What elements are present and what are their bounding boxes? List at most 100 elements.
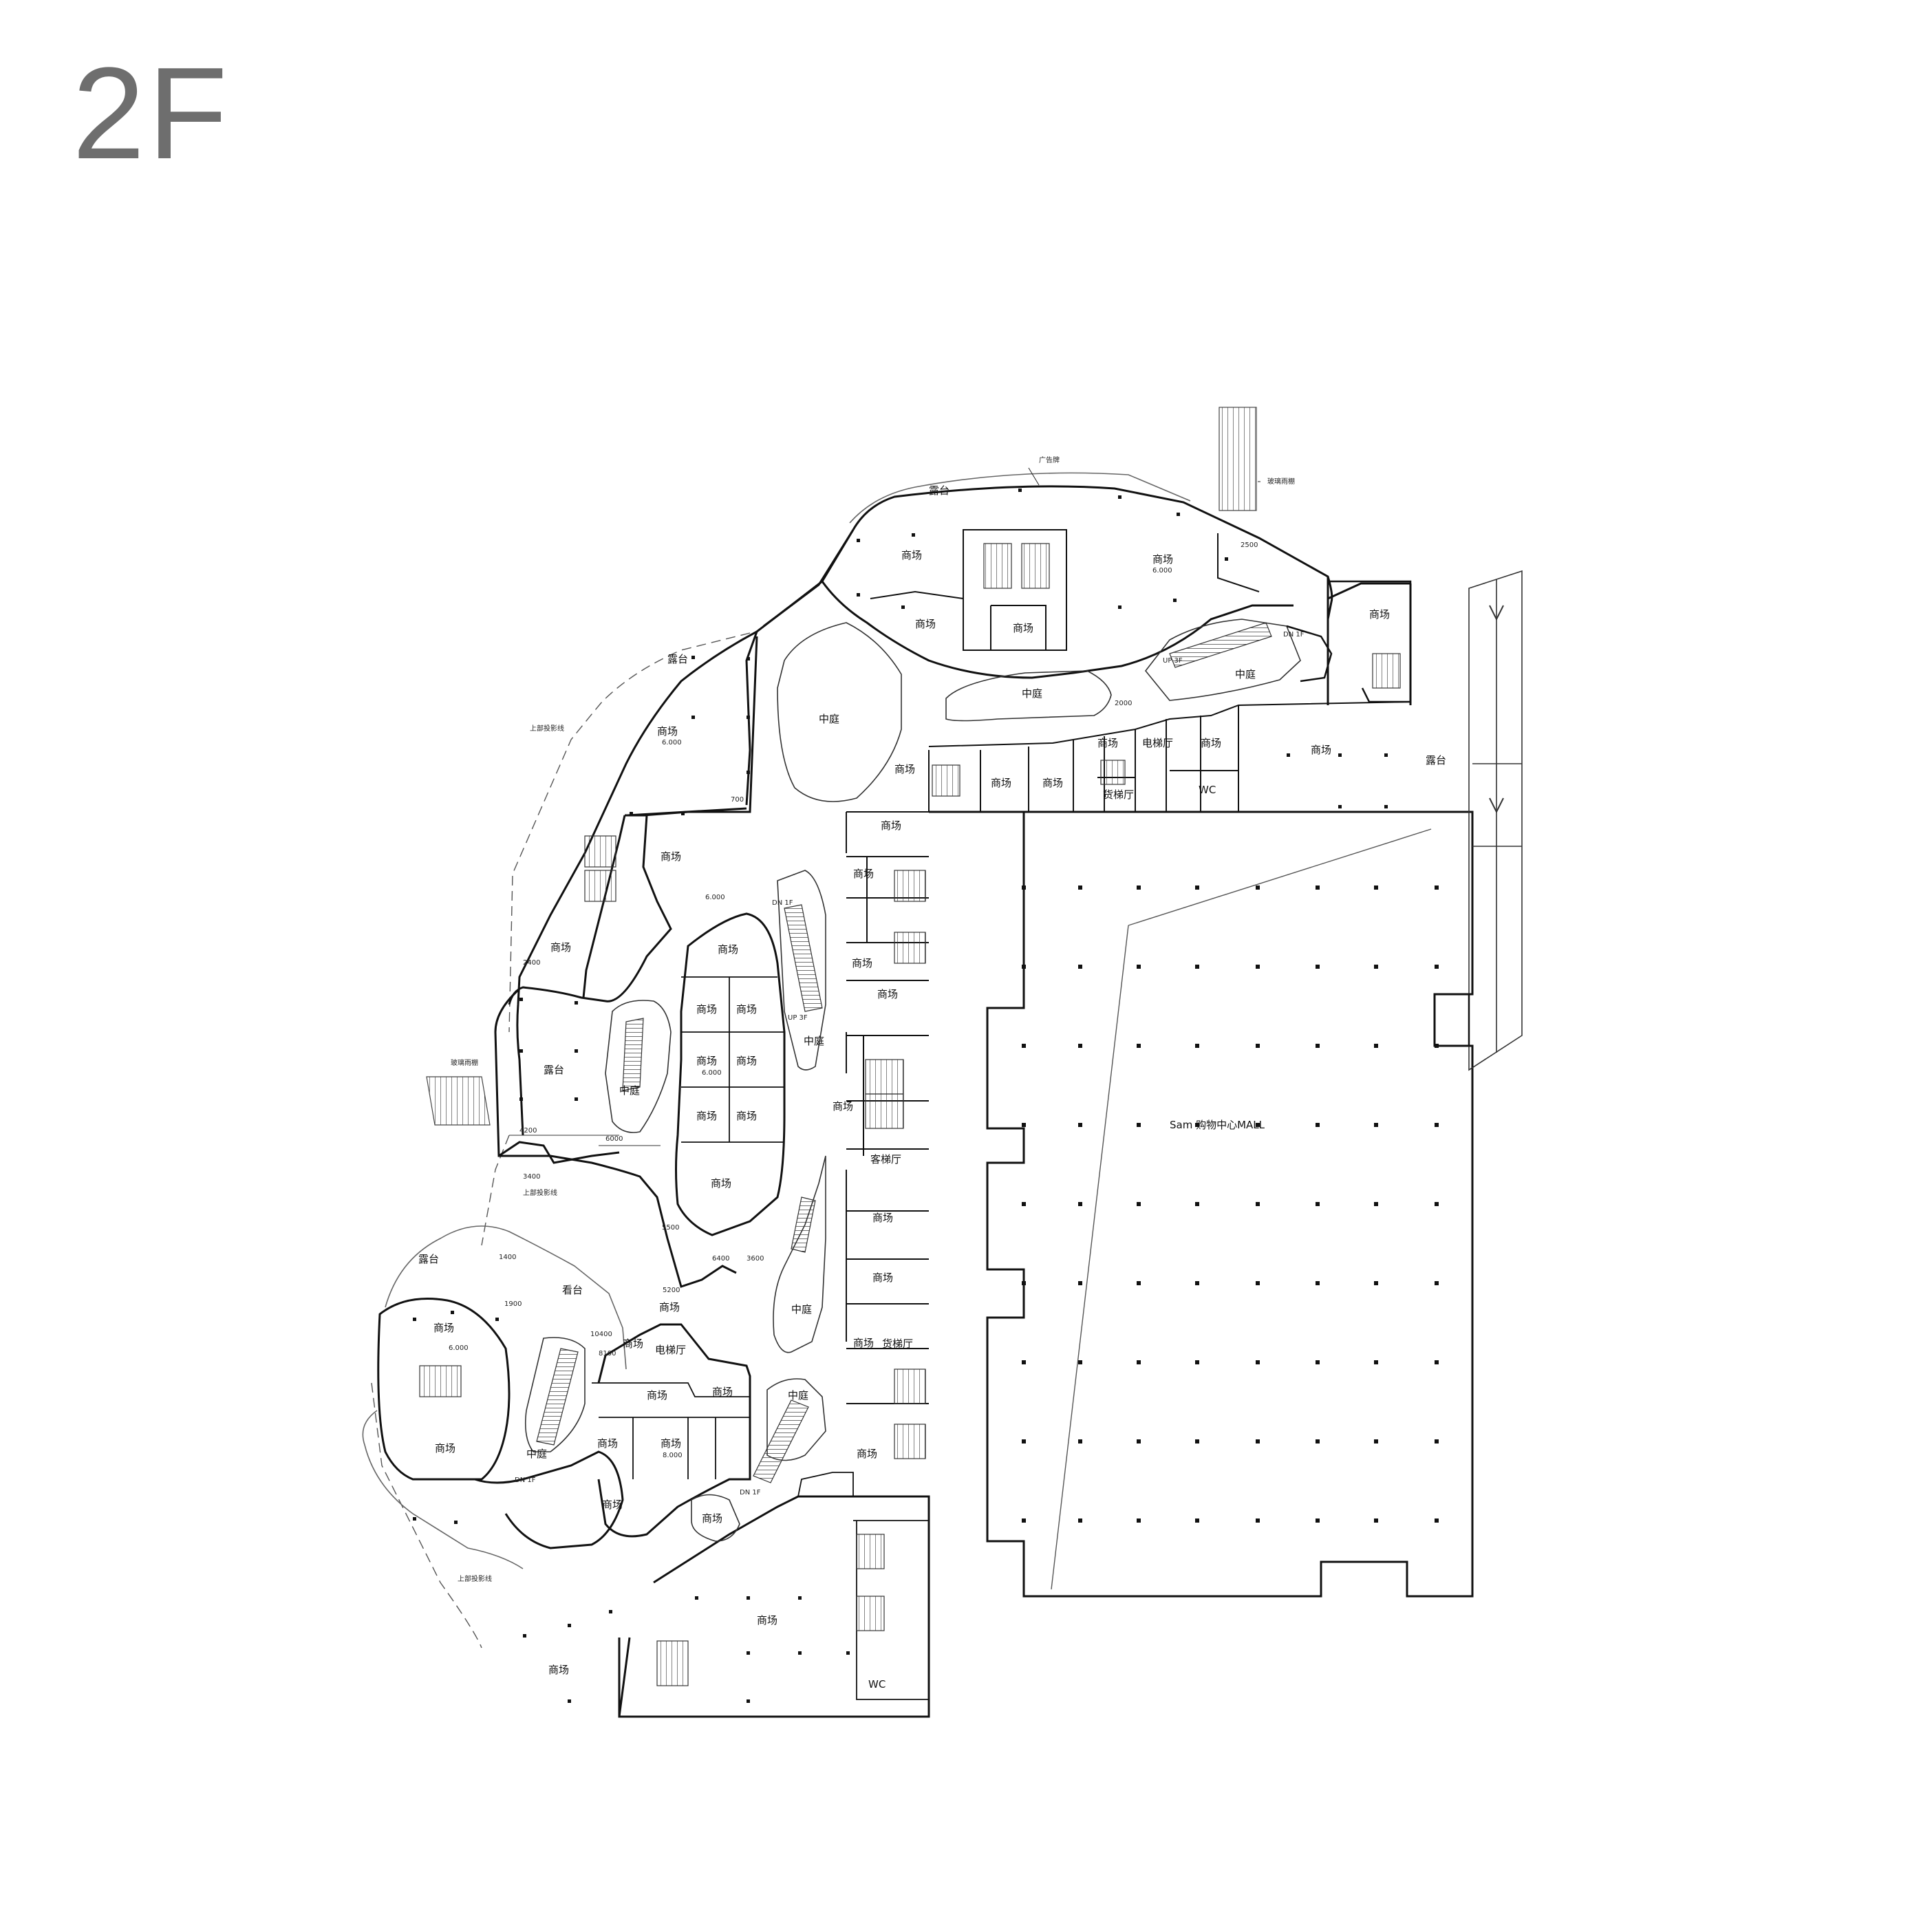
label-canopy-west: 玻璃雨棚 [451, 1058, 478, 1067]
label-freight-1: 货梯厅 [1103, 788, 1134, 801]
label-store-21: 商场 [736, 1003, 757, 1016]
label-dn1f-2: DN 1F [772, 899, 793, 907]
island-south [691, 1494, 740, 1542]
label-level-3: 6.000 [705, 894, 725, 901]
glass-canopy-top: 玻璃雨棚 [1219, 407, 1295, 511]
ne-store [1286, 580, 1412, 703]
label-elevator-hall-2: 电梯厅 [655, 1344, 686, 1356]
label-passenger-hall: 客梯厅 [870, 1153, 901, 1166]
dim-2400: 2400 [523, 959, 540, 967]
south-central [592, 1323, 751, 1538]
label-store-17: 商场 [718, 943, 738, 956]
label-store-24: 商场 [696, 1110, 717, 1122]
central-block [675, 912, 786, 1236]
label-viewing: 看台 [562, 1284, 583, 1296]
west-glass-canopy: 玻璃雨棚 [426, 1058, 491, 1126]
label-mall: Sam 购物中心MALL [1170, 1119, 1265, 1131]
label-store-22: 商场 [696, 1055, 717, 1067]
atrium-center [777, 870, 826, 1071]
east-corridor [846, 811, 929, 1404]
label-store-3: 商场 [915, 618, 936, 630]
label-atrium-7: 中庭 [788, 1389, 808, 1402]
label-canopy-top: 玻璃雨棚 [1267, 477, 1295, 486]
atrium-sw [524, 1337, 586, 1452]
room-labels: 露台 商场 商场 6.000 商场 商场 商场 中庭 DN 1F UP 3F 中… [418, 484, 1446, 1690]
dim-5200: 5200 [663, 1287, 680, 1294]
label-wc-1: WC [1199, 784, 1216, 796]
label-terrace-ne: 露台 [1426, 754, 1446, 766]
west-dashed-projection [371, 632, 751, 1649]
label-dn1f-4: DN 1F [740, 1489, 761, 1496]
label-atrium-1: 中庭 [1235, 668, 1256, 680]
label-store-32: 商场 [623, 1338, 643, 1350]
west-wing [516, 529, 855, 1136]
north-cores [870, 529, 1260, 651]
label-freight-2: 货梯厅 [882, 1338, 913, 1350]
label-store-1: 商场 [901, 549, 922, 561]
label-level-4: 6.000 [702, 1069, 722, 1077]
dim-8100: 8100 [599, 1350, 616, 1357]
label-store-25: 商场 [736, 1110, 757, 1122]
label-elevator-hall-1: 电梯厅 [1142, 737, 1173, 749]
label-dn1f-1: DN 1F [1283, 631, 1305, 638]
escalator-south [753, 1399, 809, 1483]
escalator-center [784, 904, 823, 1012]
label-up3f-2: UP 3F [788, 1014, 808, 1022]
dim-2000: 2000 [1115, 700, 1132, 707]
label-atrium-6: 中庭 [791, 1303, 812, 1316]
stair-cores [419, 543, 1401, 1686]
label-store-20: 商场 [696, 1003, 717, 1016]
label-store-6: 商场 [657, 725, 678, 738]
atrium-east [773, 1155, 826, 1353]
label-store-15: 商场 [853, 868, 874, 880]
escalator-ne [1169, 622, 1272, 668]
label-store-11: 商场 [991, 777, 1011, 789]
dim-2500: 2500 [1241, 541, 1258, 549]
dim-1400: 1400 [499, 1254, 516, 1261]
label-store-43: 商场 [548, 1664, 569, 1676]
dim-10400: 10400 [590, 1331, 612, 1338]
label-store-8: 商场 [1201, 737, 1221, 749]
escalator-sw [536, 1348, 579, 1446]
label-store-40: 商场 [602, 1499, 623, 1511]
label-projection-3: 上部投影线 [458, 1574, 492, 1583]
atrium-nw [777, 622, 902, 802]
label-store-16: 商场 [550, 941, 571, 954]
south-store [618, 1472, 930, 1718]
label-store-29: 商场 [872, 1271, 893, 1284]
label-store-19: 商场 [877, 988, 898, 1000]
dim-5500: 5500 [662, 1224, 679, 1232]
mall-block [929, 811, 1474, 1598]
label-up3f-1: UP 3F [1163, 657, 1183, 665]
atrium-north [945, 670, 1112, 722]
label-billboard: 广告牌 [1039, 455, 1060, 464]
label-projection-2: 上部投影线 [523, 1188, 557, 1197]
label-store-5: 商场 [1369, 608, 1390, 621]
label-store-33: 商场 [853, 1337, 874, 1349]
columns [413, 489, 1388, 1703]
dim-3400: 3400 [523, 1173, 540, 1181]
label-atrium-4: 中庭 [804, 1035, 824, 1047]
label-store-12: 商场 [1042, 777, 1063, 789]
north-canopy-line [849, 472, 1191, 524]
mall-columns [1022, 886, 1439, 1523]
label-store-26: 商场 [833, 1100, 853, 1113]
escalator-west [622, 1018, 644, 1091]
label-atrium-2: 中庭 [1022, 687, 1042, 700]
north-stores-row [928, 701, 1411, 812]
nw-store [643, 636, 758, 817]
label-store-10: 商场 [894, 763, 915, 775]
dim-4200: 4200 [519, 1127, 537, 1135]
label-store-27: 商场 [711, 1177, 731, 1190]
label-projection-1: 上部投影线 [530, 724, 564, 733]
mall-projection-line [1051, 828, 1432, 1590]
atrium-ne [1144, 619, 1301, 701]
escalator-east [791, 1196, 816, 1253]
sw-pod [377, 1298, 624, 1549]
dim-3600: 3600 [747, 1255, 764, 1263]
label-store-42: 商场 [757, 1614, 777, 1627]
label-terrace-west: 露台 [544, 1064, 564, 1076]
label-store-35: 商场 [712, 1386, 733, 1398]
label-store-41: 商场 [702, 1512, 722, 1525]
